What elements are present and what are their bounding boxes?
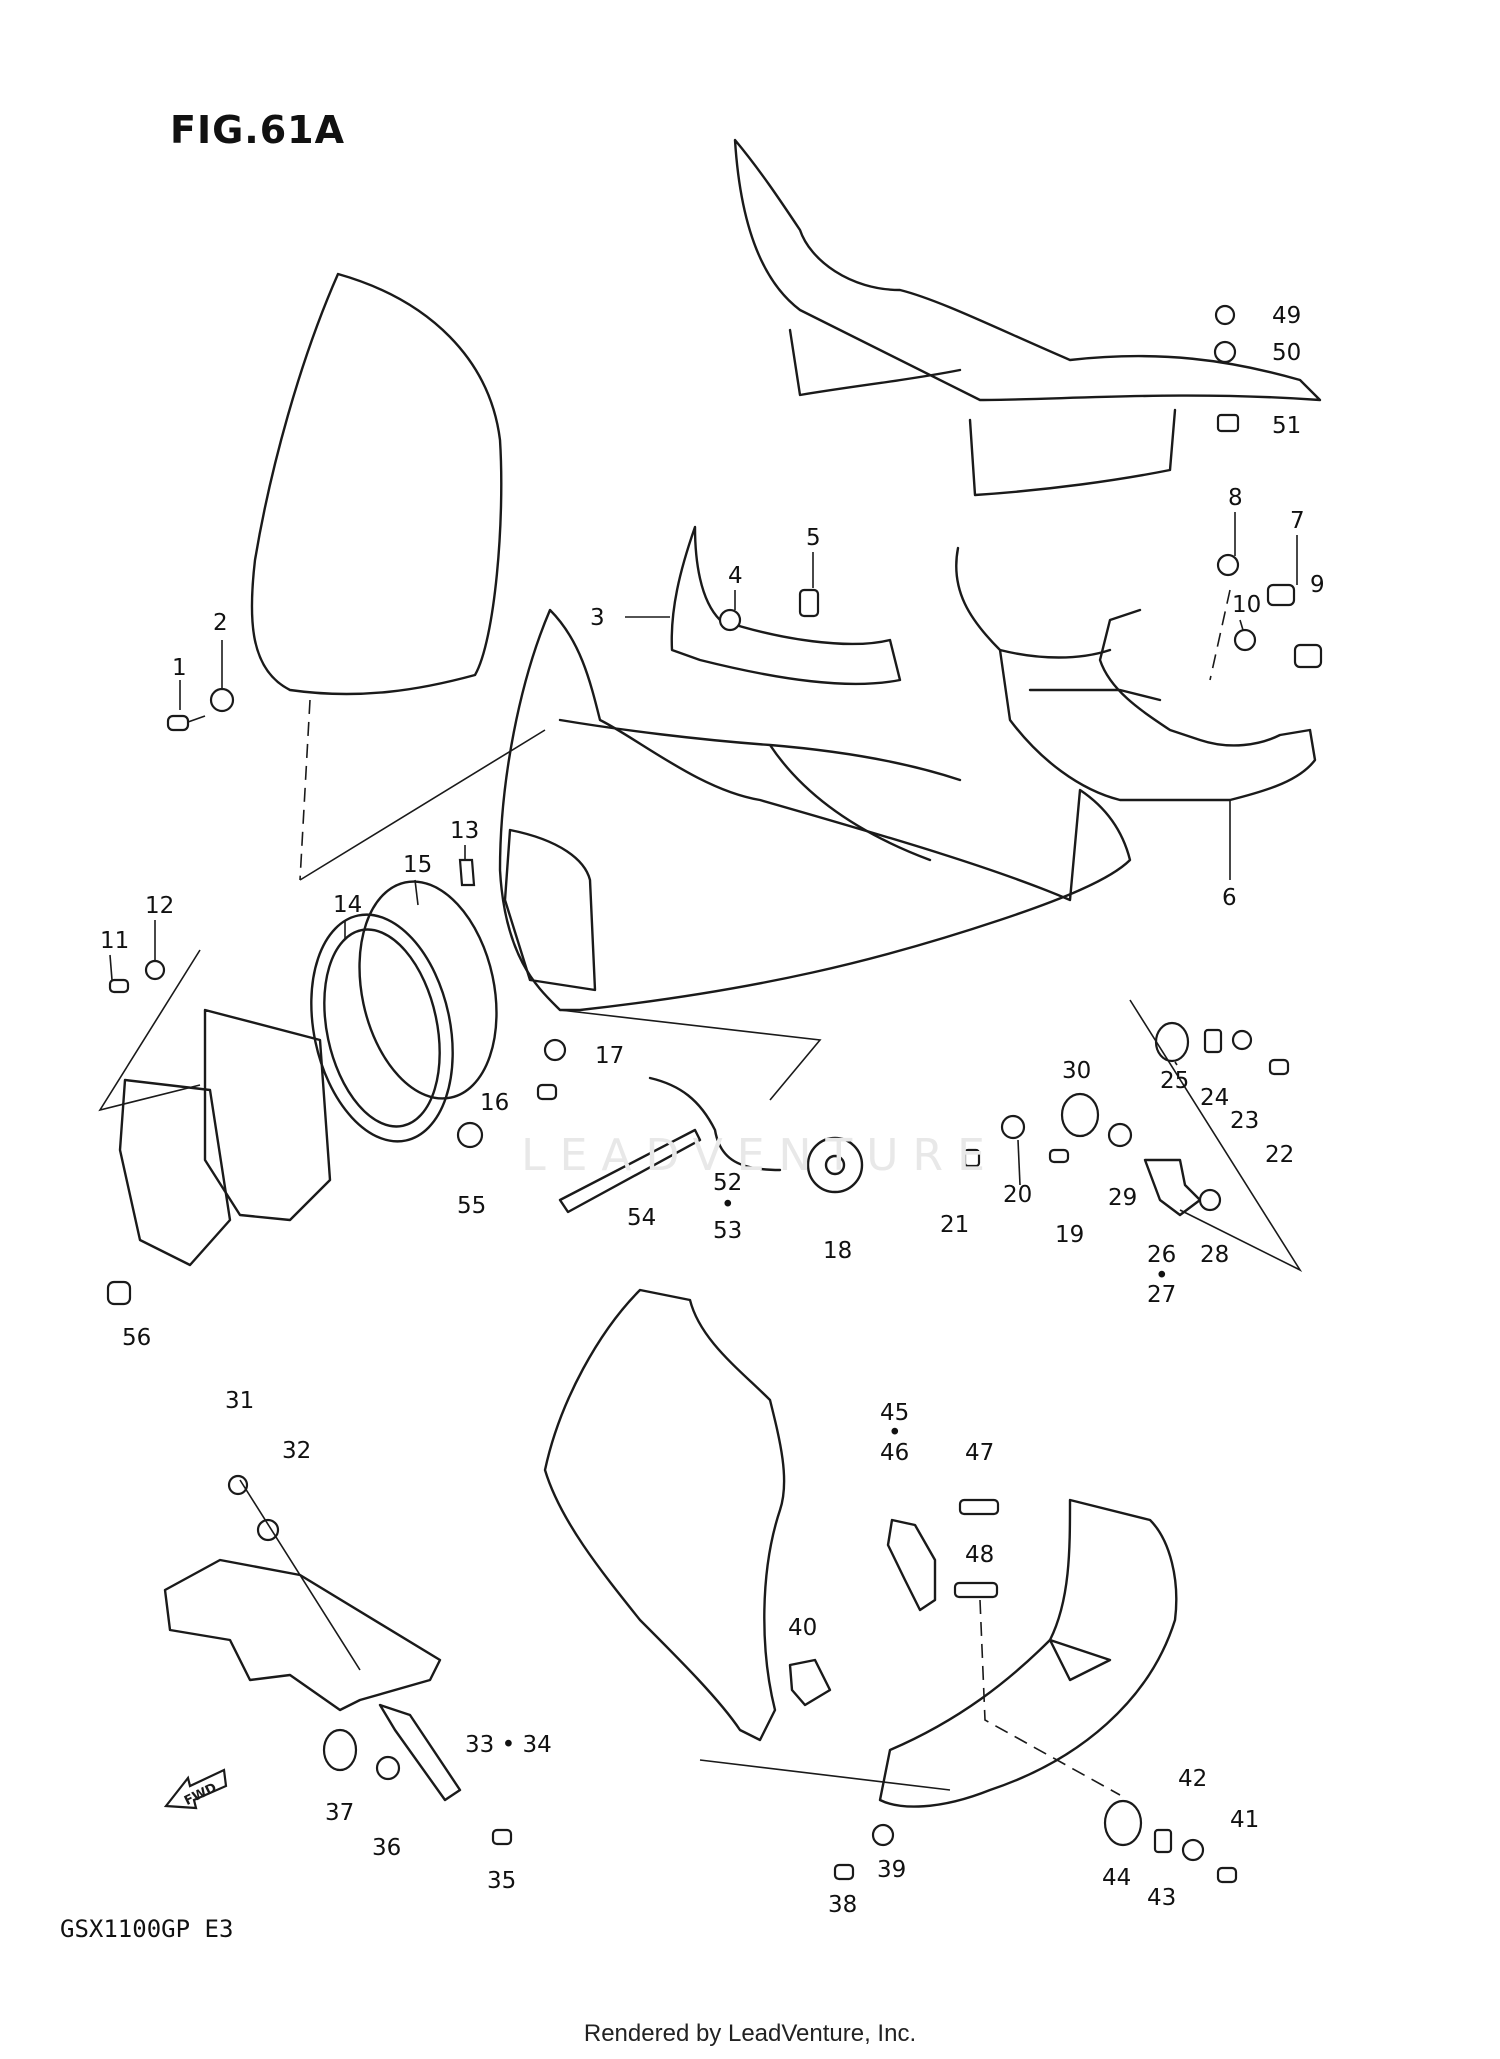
callout-55: 55 <box>457 1193 486 1219</box>
upper-cowling <box>498 608 1132 1012</box>
inner-upper-panel <box>733 138 1322 402</box>
callout-15: 15 <box>403 852 432 878</box>
lower-cowling-left <box>543 1288 786 1742</box>
callout-4: 4 <box>728 563 743 589</box>
strip <box>670 525 902 686</box>
callout-51: 51 <box>1272 413 1301 439</box>
footer-credit: Rendered by LeadVenture, Inc. <box>583 2020 917 2047</box>
callout-2: 2 <box>213 610 228 636</box>
assembly-line <box>299 699 311 881</box>
callout-11: 11 <box>100 928 129 954</box>
callout-separator: • <box>1155 1263 1169 1289</box>
lower-cowling-right <box>878 1498 1178 1808</box>
callout-48: 48 <box>965 1542 994 1568</box>
callout-27: 27 <box>1147 1282 1176 1308</box>
upper-cowling-inner <box>558 718 962 862</box>
callout-14: 14 <box>333 892 362 918</box>
callout-24: 24 <box>1200 1085 1229 1111</box>
callout-52: 52 <box>713 1170 742 1196</box>
headlight-cover <box>118 1078 232 1267</box>
callout-26: 26 <box>1147 1242 1176 1268</box>
callout-9: 9 <box>1310 572 1325 598</box>
assembly-line <box>98 729 1303 1791</box>
bracket-45-46 <box>886 1518 937 1612</box>
callout-labels: 1 2 3 4 5 6 7 8 9 10 11 12 13 14 15 16 1… <box>100 303 1325 1918</box>
callout-40: 40 <box>788 1615 817 1641</box>
assembly-line <box>979 1599 1121 1796</box>
callout-30: 30 <box>1062 1058 1091 1084</box>
callout-25: 25 <box>1160 1068 1189 1094</box>
callout-29: 29 <box>1108 1185 1137 1211</box>
callout-47: 47 <box>965 1440 994 1466</box>
headlight-window <box>503 828 597 992</box>
callout-leaders <box>109 512 1298 1186</box>
bracket-26-27 <box>1143 1158 1202 1217</box>
callout-39: 39 <box>877 1857 906 1883</box>
callout-12: 12 <box>145 893 174 919</box>
callout-28: 28 <box>1200 1242 1229 1268</box>
inner-upper-panel-lower <box>788 328 1177 497</box>
under-bracket-plate <box>163 1558 442 1712</box>
callout-54: 54 <box>627 1205 656 1231</box>
callout-22: 22 <box>1265 1142 1294 1168</box>
callout-37: 37 <box>325 1800 354 1826</box>
fwd-arrow-icon: FWD <box>163 1768 228 1810</box>
callout-1: 1 <box>172 655 187 681</box>
callout-35: 35 <box>487 1868 516 1894</box>
callout-41: 41 <box>1230 1807 1259 1833</box>
grommet-large <box>806 1136 864 1194</box>
callout-49: 49 <box>1272 303 1301 329</box>
callout-43: 43 <box>1147 1885 1176 1911</box>
callout-32: 32 <box>282 1438 311 1464</box>
plate-40 <box>788 1658 832 1707</box>
lower-cowling-right-vent <box>1048 1638 1112 1682</box>
band-tie <box>558 1128 702 1214</box>
callout-separator: • <box>721 1192 735 1218</box>
callout-separator: • <box>888 1420 902 1446</box>
callout-31: 31 <box>225 1388 254 1414</box>
callout-7: 7 <box>1290 508 1305 534</box>
callout-13: 13 <box>450 818 479 844</box>
headlight-ring <box>310 913 454 1143</box>
callout-19: 19 <box>1055 1222 1084 1248</box>
callout-23: 23 <box>1230 1108 1259 1134</box>
callout-10: 10 <box>1232 592 1261 618</box>
callout-5: 5 <box>806 525 821 551</box>
figure-title: FIG.61A <box>170 108 346 152</box>
headlight-housing <box>203 1008 332 1222</box>
callout-6: 6 <box>1222 885 1237 911</box>
callout-18: 18 <box>823 1238 852 1264</box>
callout-33-34: 33 • 34 <box>465 1732 552 1758</box>
callout-16: 16 <box>480 1090 509 1116</box>
cowling-brace <box>955 546 1317 802</box>
callout-42: 42 <box>1178 1766 1207 1792</box>
screw-icon <box>106 304 1323 1884</box>
callout-17: 17 <box>595 1043 624 1069</box>
callout-21: 21 <box>940 1212 969 1238</box>
assembly-line <box>1209 589 1231 681</box>
windscreen <box>250 272 503 696</box>
headlight-rim <box>358 880 498 1100</box>
callout-36: 36 <box>372 1835 401 1861</box>
model-code: GSX1100GP E3 <box>60 1915 234 1943</box>
wiring-harness <box>648 1076 782 1172</box>
stay <box>378 1703 462 1802</box>
callout-50: 50 <box>1272 340 1301 366</box>
callout-8: 8 <box>1228 485 1243 511</box>
watermark: LEADVENTURE <box>521 1130 999 1181</box>
grommet-large-center <box>824 1154 846 1176</box>
callout-56: 56 <box>122 1325 151 1351</box>
callout-46: 46 <box>880 1440 909 1466</box>
callout-44: 44 <box>1102 1865 1131 1891</box>
callout-53: 53 <box>713 1218 742 1244</box>
callout-38: 38 <box>828 1892 857 1918</box>
callout-3: 3 <box>590 605 605 631</box>
callout-45: 45 <box>880 1400 909 1426</box>
headlight-ring-inner <box>323 928 441 1128</box>
callout-20: 20 <box>1003 1182 1032 1208</box>
